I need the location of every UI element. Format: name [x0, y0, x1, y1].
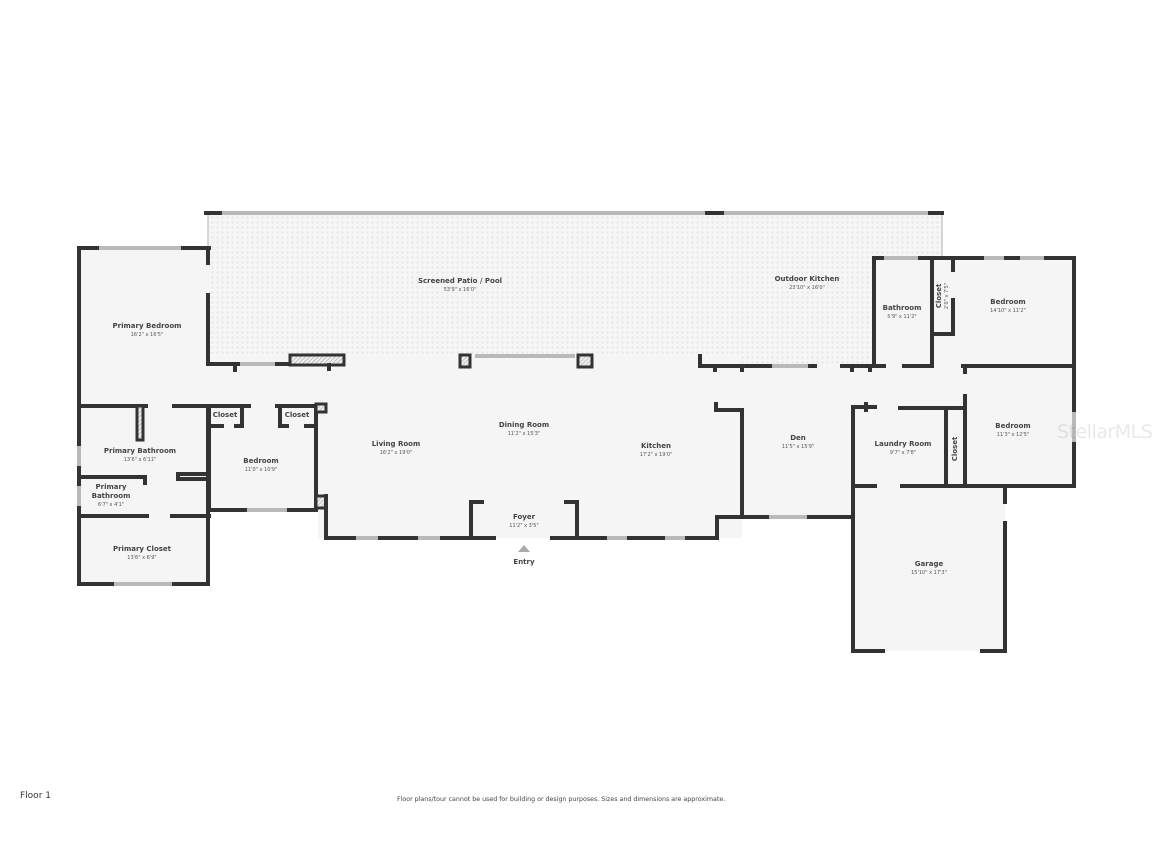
bathroom-dims: 5'9" x 11'2": [887, 314, 916, 320]
floor-areas: [79, 213, 1074, 651]
bathroom-floor: [874, 258, 932, 366]
entry-arrow-icon: [518, 545, 530, 552]
outdoor-kitchen-dims: 23'10" x 16'0": [789, 285, 825, 291]
bedroom-3-dims: 11'3" x 12'5": [997, 432, 1030, 438]
primary-closet-floor: [79, 516, 209, 583]
primary-closet-name: Primary Closet: [113, 545, 172, 553]
kitchen-name: Kitchen: [641, 442, 671, 450]
main-living-floor: [318, 356, 742, 538]
bedroom-3-floor: [965, 366, 1074, 486]
outdoor-kitchen-floor: [700, 256, 874, 366]
bedroom-2-dims: 14'10" x 11'2": [990, 308, 1026, 314]
den-name: Den: [790, 434, 806, 442]
dining-room-dims: 11'2" x 15'3": [508, 431, 541, 437]
primary-bathroom-2-name-line1: Primary: [95, 483, 126, 491]
laundry-floor: [853, 408, 946, 486]
living-room-dims: 16'2" x 19'0": [380, 450, 413, 456]
laundry-room-dims: 9'7" x 7'8": [890, 450, 916, 456]
bedroom-1-floor: [209, 406, 316, 510]
closet-d-name: Closet: [951, 436, 959, 461]
bedroom-1-dims: 11'0" x 10'9": [245, 467, 278, 473]
primary-bedroom-name: Primary Bedroom: [113, 322, 182, 330]
garage-name: Garage: [915, 560, 944, 568]
primary-bathroom-2-name-line2: Bathroom: [92, 492, 131, 500]
screened-patio-name: Screened Patio / Pool: [418, 277, 502, 285]
outdoor-kitchen-name: Outdoor Kitchen: [775, 275, 840, 283]
den-dims: 11'5" x 15'9": [782, 444, 815, 450]
kitchen-dims: 17'2" x 19'0": [640, 452, 673, 458]
garage-dims: 15'10" x 17'3": [911, 570, 947, 576]
foyer-dims: 11'2" x 3'5": [509, 523, 538, 529]
windows: [77, 211, 1076, 586]
bedroom-2-floor: [932, 258, 1074, 366]
den-floor: [742, 366, 853, 517]
room-labels: Screened Patio / Pool 53'9" x 16'0" Outd…: [92, 275, 1031, 576]
watermark-logo: StellarMLS: [1057, 421, 1152, 443]
bedroom-2-name: Bedroom: [990, 298, 1025, 306]
garage-floor: [853, 486, 1005, 651]
living-room-name: Living Room: [372, 440, 421, 448]
walls: [77, 211, 1076, 653]
bedroom-1-name: Bedroom: [243, 457, 278, 465]
screened-patio-dims: 53'9" x 16'0": [444, 287, 477, 293]
primary-bedroom-dims: 16'2" x 16'5": [131, 332, 164, 338]
closet-c-name: Closet: [935, 283, 943, 308]
floor-label: Floor 1: [20, 791, 51, 801]
disclaimer-text: Floor plans/tour cannot be used for buil…: [397, 796, 726, 803]
closet-d-floor: [946, 408, 965, 486]
primary-bedroom-floor: [79, 248, 209, 406]
primary-bathroom-2-dims: 6'7" x 4'1": [98, 502, 124, 508]
bedroom-3-name: Bedroom: [995, 422, 1030, 430]
closet-a-name: Closet: [213, 411, 238, 419]
right-hall-floor: [853, 366, 965, 408]
dining-room-name: Dining Room: [499, 421, 549, 429]
primary-bathroom-dims: 13'6" x 6'11": [124, 457, 157, 463]
foyer-name: Foyer: [513, 513, 536, 521]
closet-b-name: Closet: [285, 411, 310, 419]
bathroom-name: Bathroom: [883, 304, 922, 312]
closet-c-dims: 2'0" x 7'5": [944, 283, 950, 309]
laundry-room-name: Laundry Room: [875, 440, 932, 448]
primary-closet-dims: 13'6" x 6'9": [127, 555, 156, 561]
primary-bathroom-name: Primary Bathroom: [104, 447, 176, 455]
entry-label: Entry: [513, 558, 535, 566]
